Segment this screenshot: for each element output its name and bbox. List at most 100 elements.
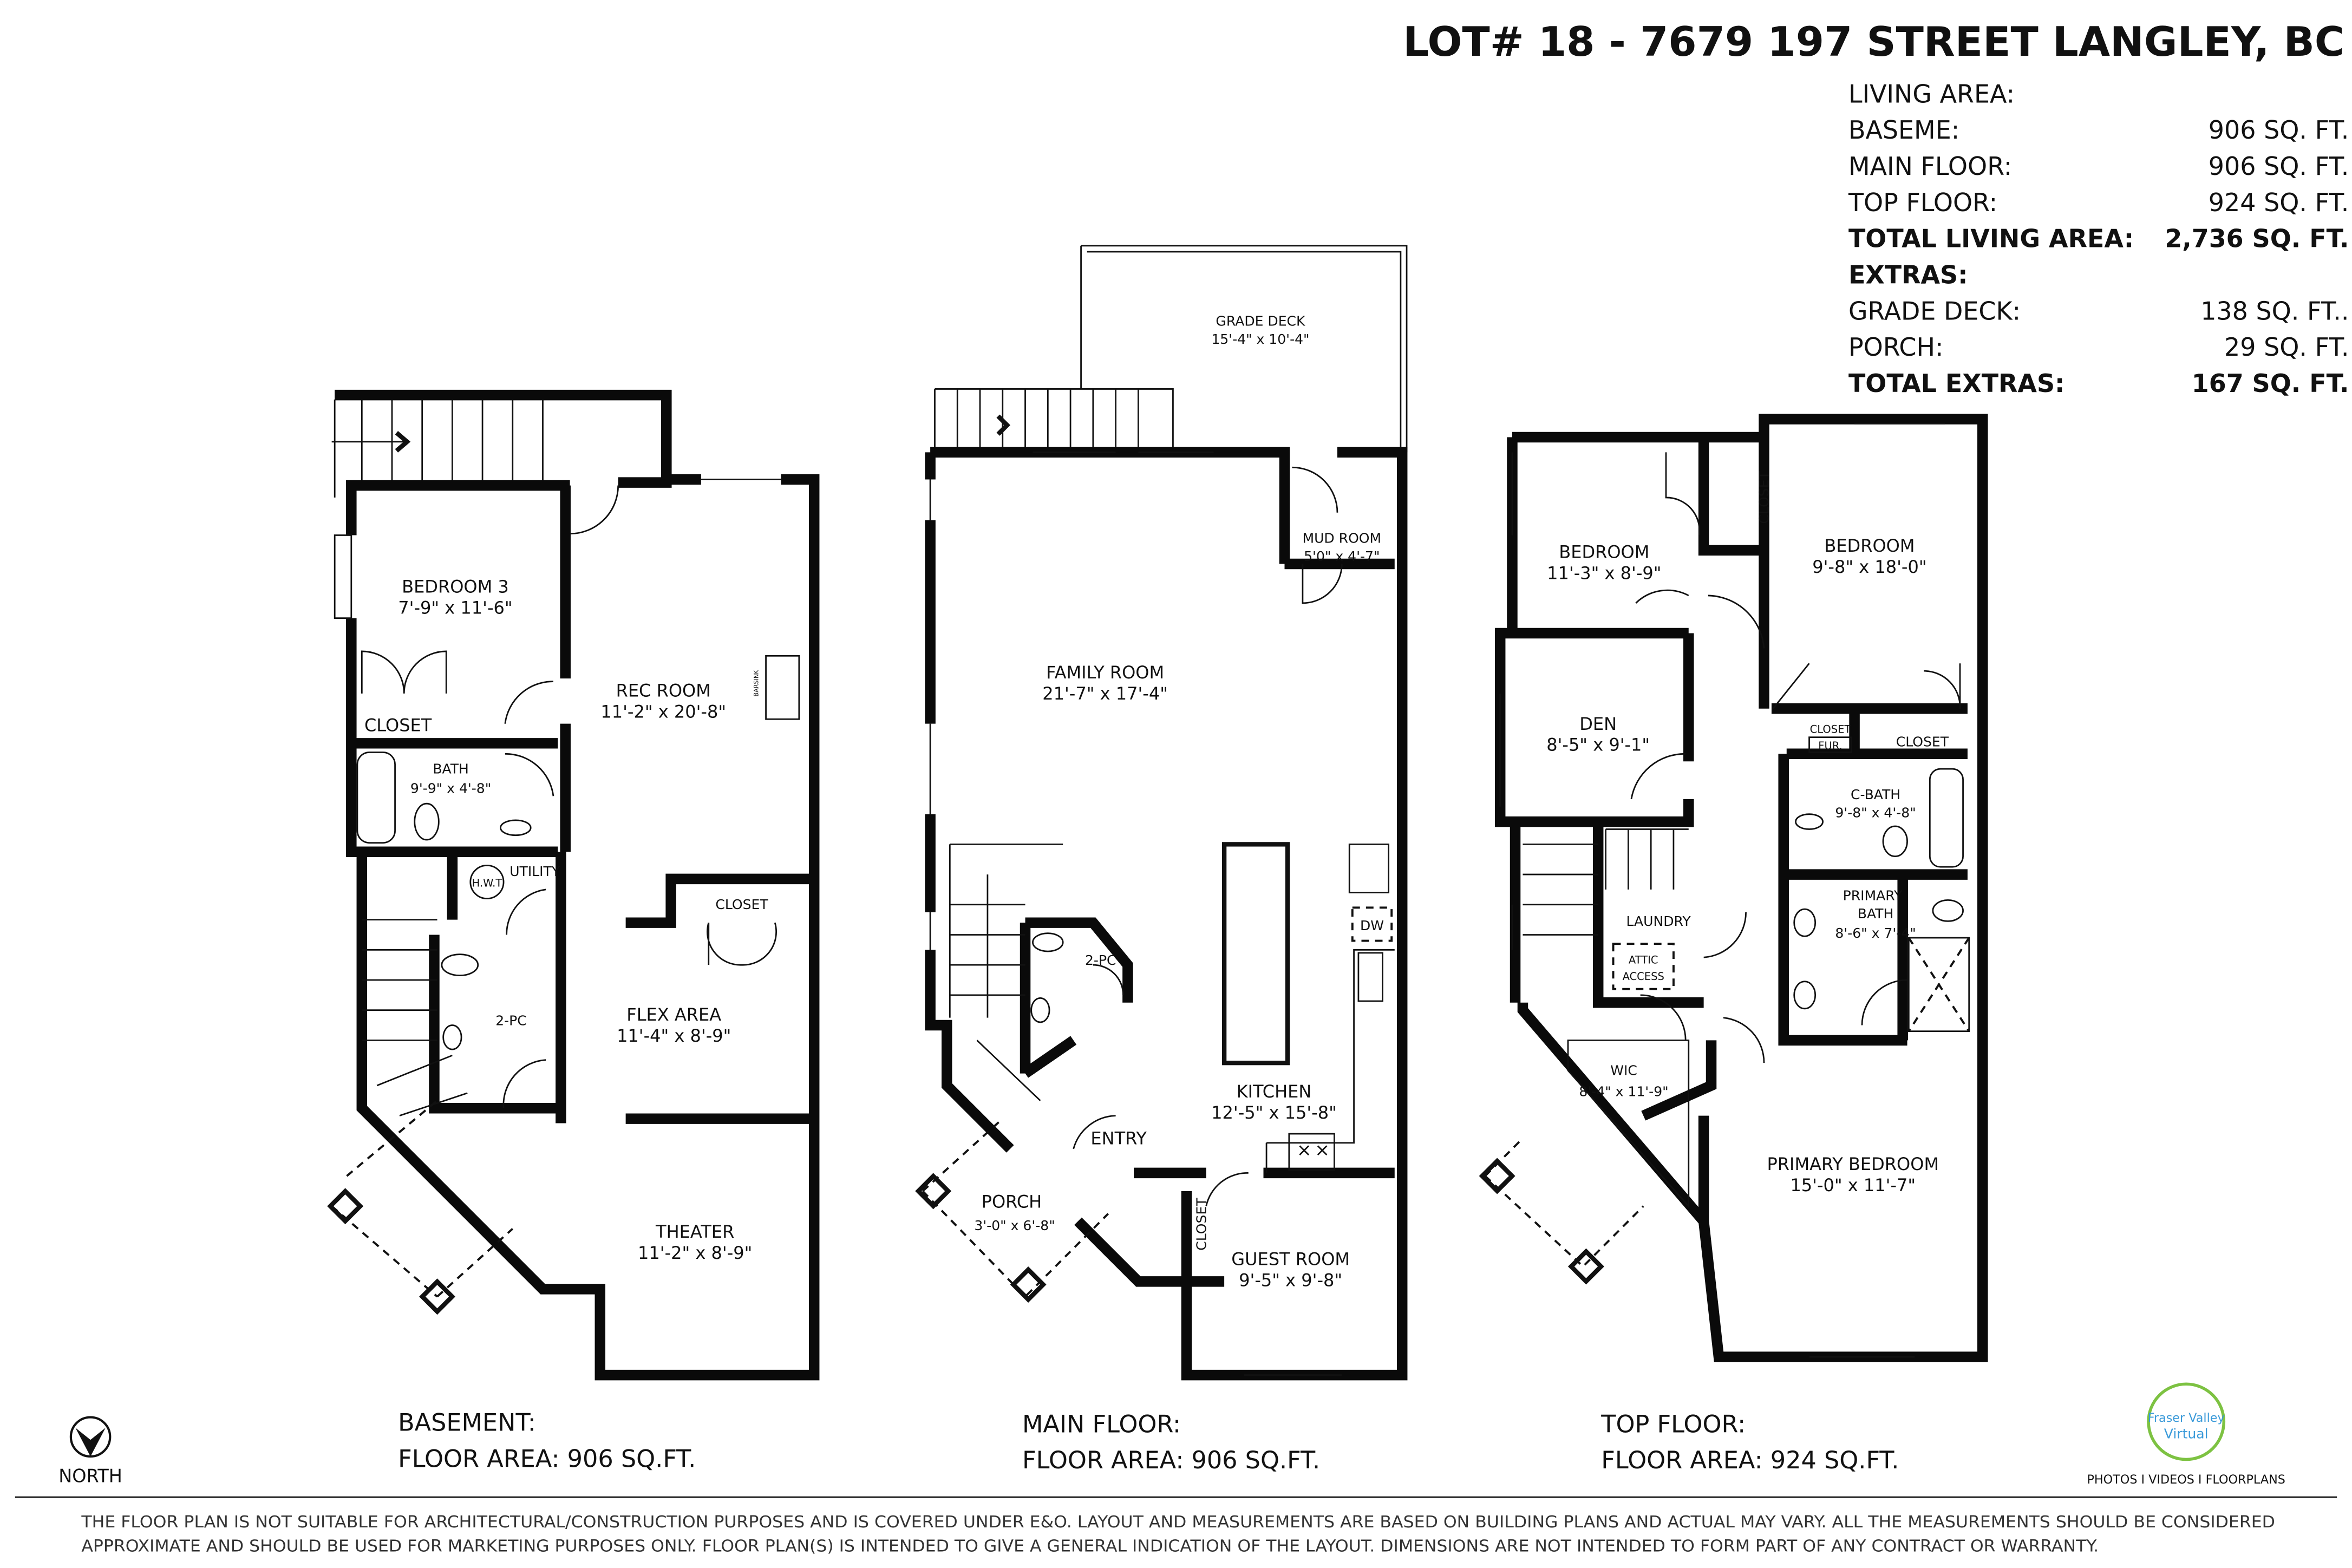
- room-dims: 11'-2" x 20'-8": [600, 701, 726, 722]
- extra-value: 29 SQ. FT.: [2224, 332, 2349, 362]
- room-dims: 12'-5" x 15'-8": [1211, 1102, 1337, 1123]
- extra-label: GRADE DECK:: [1848, 296, 2021, 325]
- area-value: 906 SQ. FT.: [2209, 152, 2349, 181]
- kitchen-island: [1221, 842, 1290, 1066]
- attic-access: [1612, 943, 1675, 990]
- extra-value: 138 SQ. FT..: [2200, 296, 2349, 325]
- disclaimer-line-1: THE FLOOR PLAN IS NOT SUITABLE FOR ARCHI…: [81, 1513, 2275, 1532]
- extra-value: 167 SQ. FT.: [2192, 369, 2349, 398]
- room-label: REC ROOM: [616, 680, 711, 701]
- room-dims: 11'-2" x 8'-9": [638, 1243, 752, 1263]
- brand-tagline: PHOTOS I VIDEOS I FLOORPLANS: [2087, 1473, 2285, 1487]
- room-label: THEATER: [655, 1221, 734, 1242]
- room-label: BATH: [433, 761, 469, 777]
- room-label: CLOSET: [1194, 1198, 1210, 1251]
- extra-label: TOTAL EXTRAS:: [1848, 369, 2064, 398]
- brand-line-1: Fraser Valley: [2148, 1411, 2225, 1425]
- area-value: 2,736 SQ. FT.: [2165, 224, 2349, 253]
- area-label: MAIN FLOOR:: [1848, 152, 2012, 181]
- sink-icon: [1030, 997, 1050, 1023]
- sink-icon: [1793, 981, 1817, 1010]
- furnace-box: [1808, 736, 1852, 753]
- sink-icon: [500, 819, 532, 837]
- room-label: GRADE DECK: [1216, 313, 1305, 329]
- basement-title: BASEMENT:: [398, 1409, 536, 1437]
- sink-icon: [1793, 908, 1817, 937]
- cooktop-icon: [1288, 1133, 1335, 1171]
- room-sub-label: FUR.: [1818, 740, 1843, 752]
- room-label: CLOSET: [1810, 723, 1851, 735]
- area-value: 906 SQ. FT.: [2209, 115, 2349, 145]
- post-icon: [1479, 1158, 1515, 1194]
- basement-plan: BEDROOM 3 7'-9" x 11'-6" REC ROOM 11'-2"…: [327, 389, 820, 1381]
- room-label: PRIMARY: [1843, 887, 1903, 903]
- room-label: CLOSET: [1756, 471, 1772, 524]
- kitchen-sink-icon: [1357, 952, 1383, 1002]
- post-icon: [1010, 1266, 1047, 1303]
- room-label: MUD ROOM: [1302, 530, 1381, 546]
- extras-heading: EXTRAS:: [1848, 260, 1968, 290]
- room-dims: 8'-6" x 7'-4": [1835, 925, 1916, 941]
- area-value: 924 SQ. FT.: [2209, 188, 2349, 217]
- room-label: C-BATH: [1851, 787, 1900, 802]
- bathtub-icon: [1929, 768, 1964, 868]
- dishwasher: [1351, 906, 1393, 942]
- shower-icon: [1907, 937, 1970, 1033]
- post-icon: [915, 1173, 952, 1210]
- main-floor-area: FLOOR AREA: 906 SQ.FT.: [1022, 1446, 1320, 1474]
- area-label: TOTAL LIVING AREA:: [1848, 224, 2134, 253]
- sink-icon: [442, 1024, 462, 1050]
- area-label: TOP FLOOR:: [1848, 188, 1997, 217]
- room-label: ATTIC: [1629, 953, 1658, 966]
- room-label: GUEST ROOM: [1231, 1249, 1350, 1269]
- room-dims: 21'-7" x 17'-4": [1042, 683, 1168, 704]
- toilet-icon: [1032, 932, 1064, 952]
- top-floor-area: FLOOR AREA: 924 SQ.FT.: [1601, 1446, 1899, 1474]
- room-label: KITCHEN: [1237, 1081, 1312, 1102]
- room-dims: 9'-8" x 18'-0": [1812, 557, 1926, 577]
- toilet-icon: [441, 953, 479, 977]
- room-label: CLOSET: [364, 715, 432, 736]
- main-floor-plan: GRADE DECK 15'-4" x 10'-4" MUD ROOM 5'0"…: [915, 245, 1408, 1381]
- room-label: PORCH: [982, 1191, 1042, 1212]
- sink-icon: [1795, 813, 1824, 830]
- room-label: LAUNDRY: [1626, 913, 1691, 929]
- fridge-icon: [1348, 843, 1390, 893]
- toilet-icon: [1932, 899, 1964, 922]
- water-heater-icon: [469, 864, 505, 900]
- room-label: BEDROOM: [1824, 535, 1915, 556]
- north-label: NORTH: [58, 1465, 122, 1486]
- room-dims: 8'-4" x 11'-9": [1579, 1083, 1668, 1099]
- property-title: LOT# 18 - 7679 197 STREET LANGLEY, BC: [1403, 18, 2344, 66]
- top-floor-title: TOP FLOOR:: [1600, 1410, 1746, 1438]
- room-dims: 15'-4" x 10'-4": [1211, 331, 1309, 347]
- room-dims: 5'0" x 4'-7": [1304, 548, 1380, 564]
- room-label: BEDROOM 3: [402, 576, 509, 597]
- basement-floor-area: FLOOR AREA: 906 SQ.FT.: [398, 1445, 696, 1473]
- room-dims: 9'-8" x 4'-8": [1835, 805, 1916, 820]
- toilet-icon: [1882, 825, 1908, 858]
- room-sub-label: BATH: [1858, 906, 1894, 922]
- room-label: 2-PC: [1085, 952, 1116, 968]
- main-floor-title: MAIN FLOOR:: [1022, 1410, 1181, 1438]
- room-dims: 8'-5" x 9'-1": [1546, 735, 1650, 755]
- brand-logo: Fraser Valley Virtual PHOTOS I VIDEOS I …: [2087, 1382, 2285, 1487]
- room-label: BEDROOM: [1559, 541, 1649, 562]
- room-dims: 7'-9" x 11'-6": [398, 597, 512, 618]
- brand-line-2: Virtual: [2164, 1426, 2209, 1442]
- room-sub-label: ACCESS: [1623, 970, 1664, 983]
- room-label: PRIMARY BEDROOM: [1767, 1154, 1939, 1174]
- post-icon: [419, 1278, 456, 1315]
- grade-deck: [1080, 245, 1408, 453]
- room-dims: 9'-5" x 9'-8": [1239, 1270, 1342, 1290]
- bathtub-icon: [356, 752, 396, 844]
- top-floor-plan: BEDROOM 11'-3" x 8'-9" CLOSET BEDROOM 9'…: [1479, 414, 1988, 1362]
- room-label: 2-PC: [495, 1013, 527, 1029]
- room-dims: 15'-0" x 11'-7": [1790, 1175, 1916, 1195]
- room-label: CLOSET: [715, 897, 768, 912]
- bar-sink-icon: [765, 655, 800, 720]
- room-label: H.W.T: [472, 877, 502, 889]
- room-label: WIC: [1610, 1062, 1637, 1078]
- area-label: BASEME:: [1848, 115, 1959, 145]
